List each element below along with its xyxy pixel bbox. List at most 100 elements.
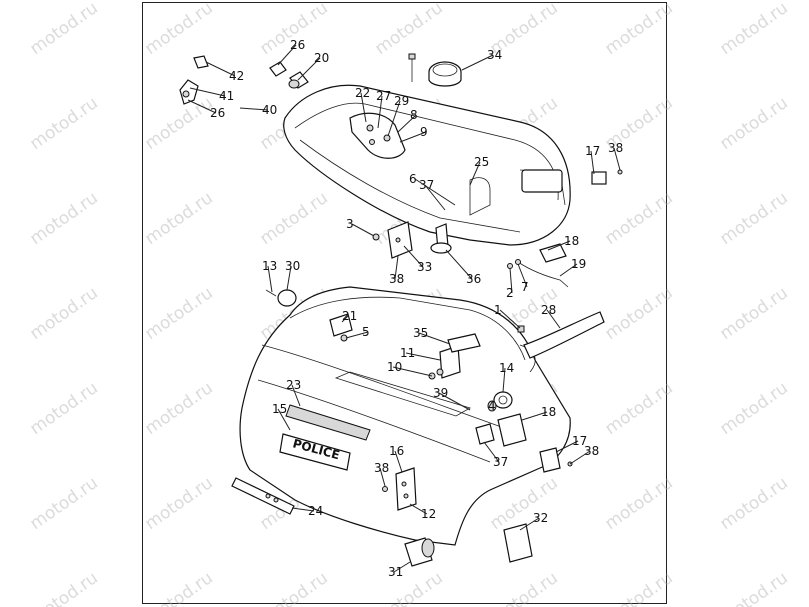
watermark-text: motod.ru — [141, 93, 216, 154]
leader-line-28 — [546, 309, 561, 329]
hinge-bracket — [372, 221, 413, 259]
callout-37: 37 — [493, 455, 508, 469]
callout-5: 5 — [362, 325, 370, 339]
callout-20: 20 — [314, 51, 329, 65]
callout-18: 18 — [564, 234, 579, 248]
watermark-text: motod.ru — [26, 283, 101, 344]
leader-line-18 — [547, 240, 571, 251]
lock-assembly-41 — [179, 55, 209, 105]
callout-6: 6 — [409, 172, 417, 186]
grommet-30 — [277, 289, 297, 307]
leader-line-36 — [445, 249, 473, 280]
leader-line-6 — [414, 178, 456, 206]
diagram-frame — [142, 2, 667, 604]
leader-line-23 — [291, 384, 301, 407]
leader-line-16 — [394, 450, 403, 473]
leader-line-38 — [569, 450, 591, 465]
callout-38: 38 — [389, 272, 404, 286]
watermark-text: motod.ru — [371, 568, 446, 607]
leader-line-32 — [519, 517, 540, 531]
label-32 — [503, 523, 533, 563]
leader-line-37 — [424, 184, 446, 211]
callout-21: 21 — [342, 309, 357, 323]
watermark-text: motod.ru — [601, 283, 676, 344]
leader-line-14 — [502, 367, 506, 393]
screw-1 — [517, 325, 525, 333]
callout-15: 15 — [272, 402, 287, 416]
trim-strip — [523, 311, 605, 359]
lid-cap — [428, 61, 462, 87]
leader-line-21 — [341, 315, 349, 323]
callout-26: 26 — [290, 38, 305, 52]
callout-16: 16 — [389, 444, 404, 458]
callout-41: 41 — [219, 89, 234, 103]
wire-19 — [517, 261, 569, 288]
callout-18: 18 — [541, 405, 556, 419]
leader-line-40 — [239, 107, 269, 111]
callout-38: 38 — [584, 444, 599, 458]
callout-42: 42 — [229, 69, 244, 83]
callout-40: 40 — [262, 103, 277, 117]
callout-36: 36 — [466, 272, 481, 286]
watermark-text: motod.ru — [141, 0, 216, 59]
leader-line-1 — [499, 309, 521, 329]
leader-line-8 — [397, 114, 417, 133]
leader-line-11 — [405, 352, 441, 361]
reflector-strip — [285, 404, 371, 441]
callout-33: 33 — [417, 260, 432, 274]
callout-17: 17 — [572, 434, 587, 448]
callout-7: 7 — [521, 280, 529, 294]
callout-3: 3 — [346, 217, 354, 231]
watermark-text: motod.ru — [141, 378, 216, 439]
callout-12: 12 — [421, 507, 436, 521]
leader-line-38 — [613, 147, 621, 171]
callout-38: 38 — [608, 141, 623, 155]
leader-line-26 — [277, 44, 297, 66]
watermark-text: motod.ru — [601, 568, 676, 607]
leader-line-38 — [394, 255, 399, 280]
watermark-text: motod.ru — [601, 0, 676, 59]
bracket-18-lower — [497, 413, 527, 447]
callout-34: 34 — [487, 48, 502, 62]
leader-line-10 — [392, 366, 433, 377]
leader-line-37 — [483, 441, 500, 463]
leader-line-35 — [418, 332, 451, 345]
leader-line-33 — [403, 245, 424, 268]
watermark-text: motod.ru — [256, 568, 331, 607]
leader-line-42 — [205, 61, 236, 77]
watermark-text: motod.ru — [26, 568, 101, 607]
leader-line-31 — [393, 561, 411, 573]
leader-line-39 — [438, 392, 471, 411]
hinge-17-top — [591, 171, 607, 185]
leader-line-7 — [517, 263, 528, 288]
callout-35: 35 — [413, 326, 428, 340]
callout-9: 9 — [420, 125, 428, 139]
callout-11: 11 — [400, 346, 415, 360]
watermark-text: motod.ru — [716, 188, 791, 249]
callout-19: 19 — [571, 257, 586, 271]
watermark-text: motod.ru — [26, 188, 101, 249]
leader-line-9 — [399, 131, 427, 143]
callout-23: 23 — [286, 378, 301, 392]
leader-line-20 — [297, 57, 321, 81]
callout-2: 2 — [506, 286, 514, 300]
watermark-text: motod.ru — [26, 0, 101, 59]
watermark-text: motod.ru — [716, 0, 791, 59]
callout-39: 39 — [433, 386, 448, 400]
callout-22: 22 — [355, 86, 370, 100]
watermark-text: motod.ru — [26, 473, 101, 534]
stay-21 — [329, 313, 353, 337]
lock-retainer-26-top — [269, 61, 287, 77]
leader-line-17 — [590, 150, 595, 175]
callout-27: 27 — [376, 89, 391, 103]
leader-line-41 — [189, 87, 226, 97]
callout-26: 26 — [210, 106, 225, 120]
callout-29: 29 — [394, 94, 409, 108]
lid-hinge-plate — [349, 112, 406, 159]
watermark-text: motod.ru — [486, 568, 561, 607]
leader-line-13 — [267, 265, 273, 293]
watermark-text: motod.ru — [716, 568, 791, 607]
